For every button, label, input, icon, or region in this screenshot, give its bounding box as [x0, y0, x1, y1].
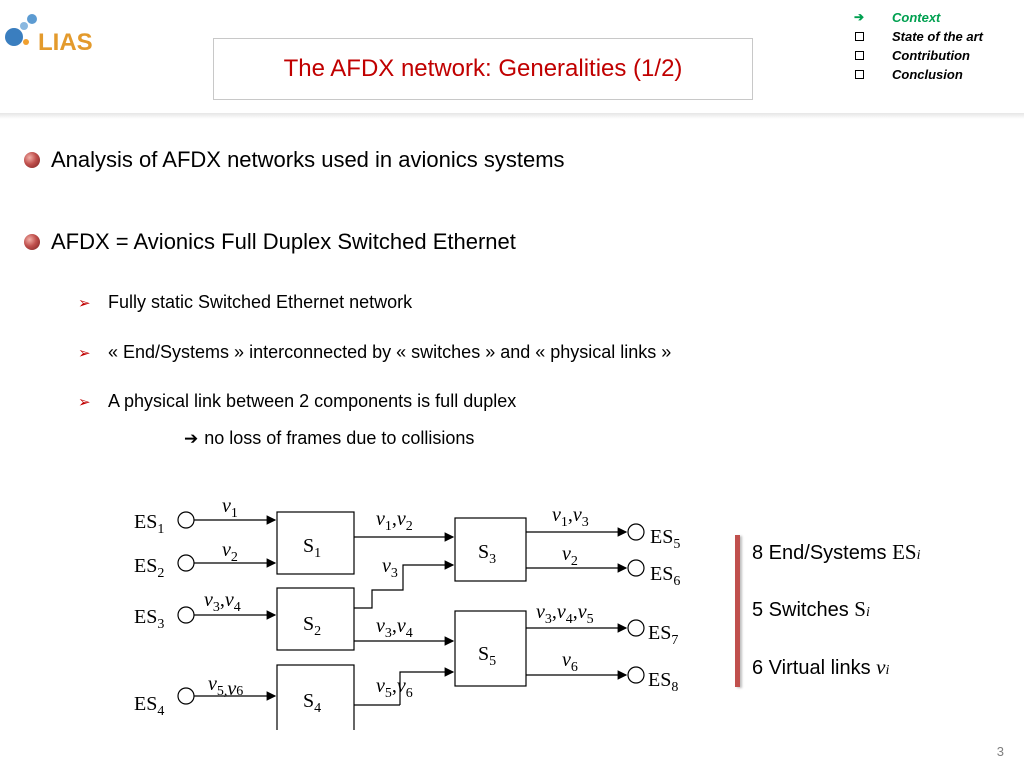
port-es3	[177, 606, 195, 624]
nav-label: State of the art	[892, 29, 984, 44]
switch-s4	[276, 664, 355, 734]
nav-label: Contribution	[892, 48, 970, 63]
es-label: ES8	[648, 669, 678, 695]
arrowhead-bullet-icon: ➢	[78, 294, 91, 312]
page-title: The AFDX network: Generalities (1/2)	[283, 55, 683, 82]
nav-item-context[interactable]: ➔ Context	[852, 8, 1022, 27]
summary-sub: i	[916, 548, 921, 563]
section-nav: ➔ Context State of the art Contribution …	[852, 8, 1022, 84]
summary-text: 8 End/Systems	[752, 542, 887, 564]
bullet-text: Analysis of AFDX networks used in avioni…	[51, 147, 565, 172]
consequence-text: no loss of frames due to collisions	[204, 428, 475, 448]
sub-bullet-item: ➢ « End/Systems » interconnected by « sw…	[78, 342, 671, 363]
nav-label: Context	[892, 10, 941, 25]
flow-label: v2	[562, 543, 578, 569]
sub-bullet-item: ➢ Fully static Switched Ethernet network	[78, 292, 412, 313]
switch-label: S3	[478, 541, 496, 567]
nav-item-conclusion[interactable]: Conclusion	[852, 65, 1022, 84]
page-number: 3	[996, 744, 1004, 759]
es-label: ES5	[650, 526, 680, 552]
arrow-right-icon: ➔	[184, 429, 199, 448]
es-label: ES7	[648, 622, 678, 648]
summary-text: 6 Virtual links	[752, 657, 871, 679]
summary-sub: i	[865, 605, 870, 620]
bullet-item: AFDX = Avionics Full Duplex Switched Eth…	[24, 229, 516, 255]
flow-label: v3,v4	[376, 615, 413, 641]
flow-label: v2	[222, 539, 238, 565]
header-divider	[0, 113, 1024, 119]
lias-logo: LIAS	[4, 10, 114, 62]
es-label: ES6	[650, 563, 680, 589]
bullet-ball-icon	[24, 234, 40, 250]
checkbox-icon	[852, 65, 866, 85]
summary-switches: 5 Switches Si	[752, 597, 870, 622]
port-es1	[177, 511, 195, 529]
link-s4-s5	[399, 667, 455, 705]
checkbox-icon	[852, 27, 866, 47]
es-label: ES2	[134, 555, 164, 581]
bullet-text: AFDX = Avionics Full Duplex Switched Eth…	[51, 229, 516, 254]
bullet-item: Analysis of AFDX networks used in avioni…	[24, 147, 565, 173]
summary-symbol: v	[876, 655, 886, 679]
port-es2	[177, 554, 195, 572]
summary-divider	[735, 535, 740, 687]
sub-bullet-text: « End/Systems » interconnected by « swit…	[108, 342, 672, 362]
checkbox-icon	[852, 46, 866, 66]
port-es5	[627, 523, 645, 541]
nav-label: Conclusion	[892, 67, 963, 82]
title-box: The AFDX network: Generalities (1/2)	[213, 38, 753, 100]
arrowhead-bullet-icon: ➢	[78, 344, 91, 362]
switch-label: S2	[303, 613, 321, 639]
port-es7	[627, 619, 645, 637]
logo-globe-icon	[5, 28, 23, 46]
nav-item-contribution[interactable]: Contribution	[852, 46, 1022, 65]
summary-sub: i	[885, 663, 890, 678]
es-label: ES4	[134, 693, 164, 719]
sub-bullet-item: ➢ A physical link between 2 components i…	[78, 391, 516, 412]
summary-virtual-links: 6 Virtual links vi	[752, 655, 889, 680]
switch-label: S1	[303, 535, 321, 561]
flow-label: v3	[382, 555, 398, 581]
port-es8	[627, 666, 645, 684]
flow-label: v6	[562, 649, 578, 675]
switch-s3	[454, 517, 527, 582]
arrowhead-bullet-icon: ➢	[78, 393, 91, 411]
switch-label: S5	[478, 643, 496, 669]
flow-label: v1,v2	[376, 508, 413, 534]
consequence-line: ➔ no loss of frames due to collisions	[184, 428, 474, 449]
port-es6	[627, 559, 645, 577]
flow-label: v1	[222, 495, 238, 521]
flow-label: v3,v4,v5	[536, 601, 594, 627]
bullet-ball-icon	[24, 152, 40, 168]
flow-label: v1,v3	[552, 504, 589, 530]
nav-item-state-of-the-art[interactable]: State of the art	[852, 27, 1022, 46]
arrow-right-icon: ➔	[853, 10, 865, 24]
switch-s1	[276, 511, 355, 575]
switch-label: S4	[303, 690, 321, 716]
flow-label: v3,v4	[204, 589, 241, 615]
summary-symbol: ES	[892, 540, 917, 564]
switch-s5	[454, 610, 527, 687]
sub-bullet-text: A physical link between 2 components is …	[108, 391, 517, 411]
logo-text: LIAS	[38, 29, 93, 56]
es-label: ES1	[134, 511, 164, 537]
summary-symbol: S	[854, 597, 866, 621]
afdx-network-diagram: ES1 ES2 ES3 ES4 ES5 ES6 ES7 ES8 S1 S2 S3…	[120, 495, 710, 735]
es-label: ES3	[134, 606, 164, 632]
summary-end-systems: 8 End/Systems ESi	[752, 540, 920, 565]
flow-label: v5,v6	[376, 675, 413, 701]
switch-s2	[276, 587, 355, 651]
port-es4	[177, 687, 195, 705]
link-s2-s3	[354, 560, 455, 609]
sub-bullet-text: Fully static Switched Ethernet network	[108, 292, 413, 312]
logo-graphic: LIAS	[5, 14, 93, 56]
summary-text: 5 Switches	[752, 599, 849, 621]
network-svg: ES1 ES2 ES3 ES4 ES5 ES6 ES7 ES8 S1 S2 S3…	[134, 495, 680, 734]
